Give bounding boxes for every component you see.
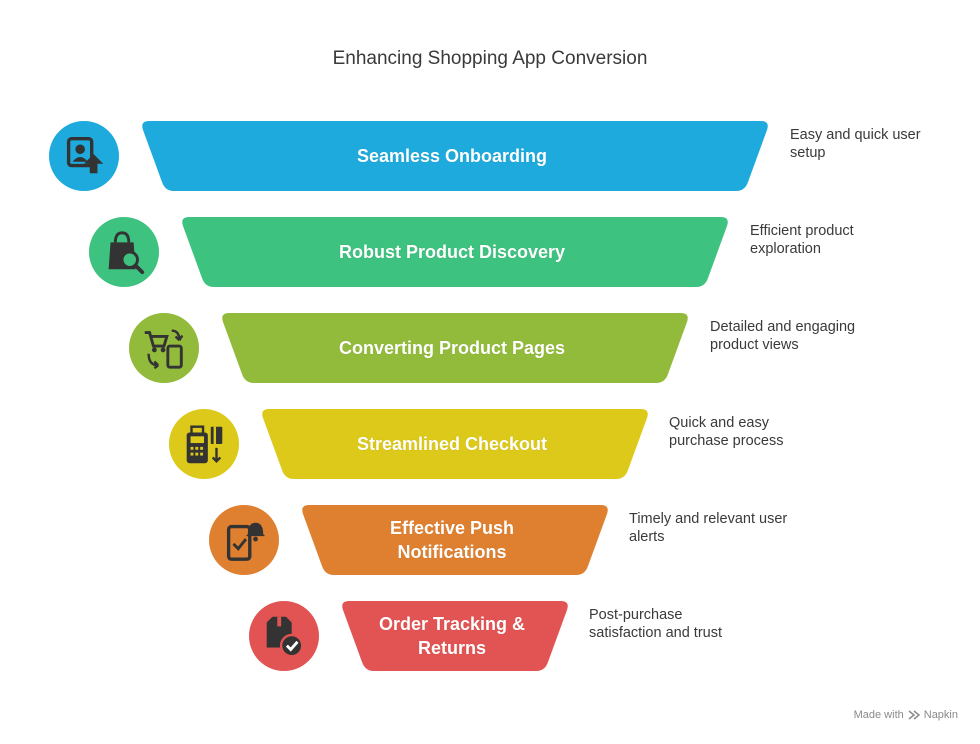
stage-description-2: Efficient product exploration bbox=[750, 223, 854, 257]
stage-label-3: Converting Product Pages bbox=[338, 338, 566, 358]
funnel-stage-5 bbox=[302, 505, 608, 575]
stage-icon-circle-2 bbox=[89, 217, 159, 287]
stage-icon-circle-6 bbox=[249, 601, 319, 671]
funnel-stage-6 bbox=[342, 601, 568, 671]
stage-label-4: Streamlined Checkout bbox=[356, 434, 548, 454]
stage-icon-circle-3 bbox=[129, 313, 199, 383]
stage-label-5: Effective Push Notifications bbox=[389, 518, 515, 562]
footer-prefix: Made with bbox=[853, 709, 904, 721]
user-upload-icon bbox=[66, 137, 104, 174]
stage-label-2: Robust Product Discovery bbox=[338, 242, 566, 262]
diagram-title: Enhancing Shopping App Conversion bbox=[332, 48, 648, 69]
stage-description-3: Detailed and engaging product views bbox=[710, 319, 856, 353]
funnel-stage-1 bbox=[142, 121, 768, 191]
stage-icon-circle-1 bbox=[49, 121, 119, 191]
stage-icon-circle-5 bbox=[209, 505, 279, 575]
payment-terminal-card-icon bbox=[186, 425, 223, 464]
cart-phone-sync-icon bbox=[144, 329, 184, 370]
phone-bell-check-icon bbox=[226, 522, 266, 561]
stage-icon-circle-4 bbox=[169, 409, 239, 479]
footer-watermark: Made with Napkin bbox=[854, 709, 958, 721]
shopping-bag-search-icon bbox=[108, 231, 145, 275]
stage-description-5: Timely and relevant user alerts bbox=[629, 511, 788, 545]
stage-description-4: Quick and easy purchase process bbox=[669, 415, 784, 449]
funnel-stage-2 bbox=[182, 217, 728, 287]
stage-label-6: Order Tracking & Returns bbox=[378, 614, 526, 658]
napkin-logo-icon bbox=[908, 710, 920, 720]
package-check-icon bbox=[266, 616, 304, 658]
stage-label-1: Seamless Onboarding bbox=[356, 146, 548, 166]
footer-brand: Napkin bbox=[923, 709, 958, 721]
stage-description-6: Post-purchase satisfaction and trust bbox=[589, 607, 722, 641]
funnel-stage-4 bbox=[262, 409, 648, 479]
stage-description-1: Easy and quick user setup bbox=[790, 127, 921, 161]
funnel-stage-3 bbox=[222, 313, 688, 383]
